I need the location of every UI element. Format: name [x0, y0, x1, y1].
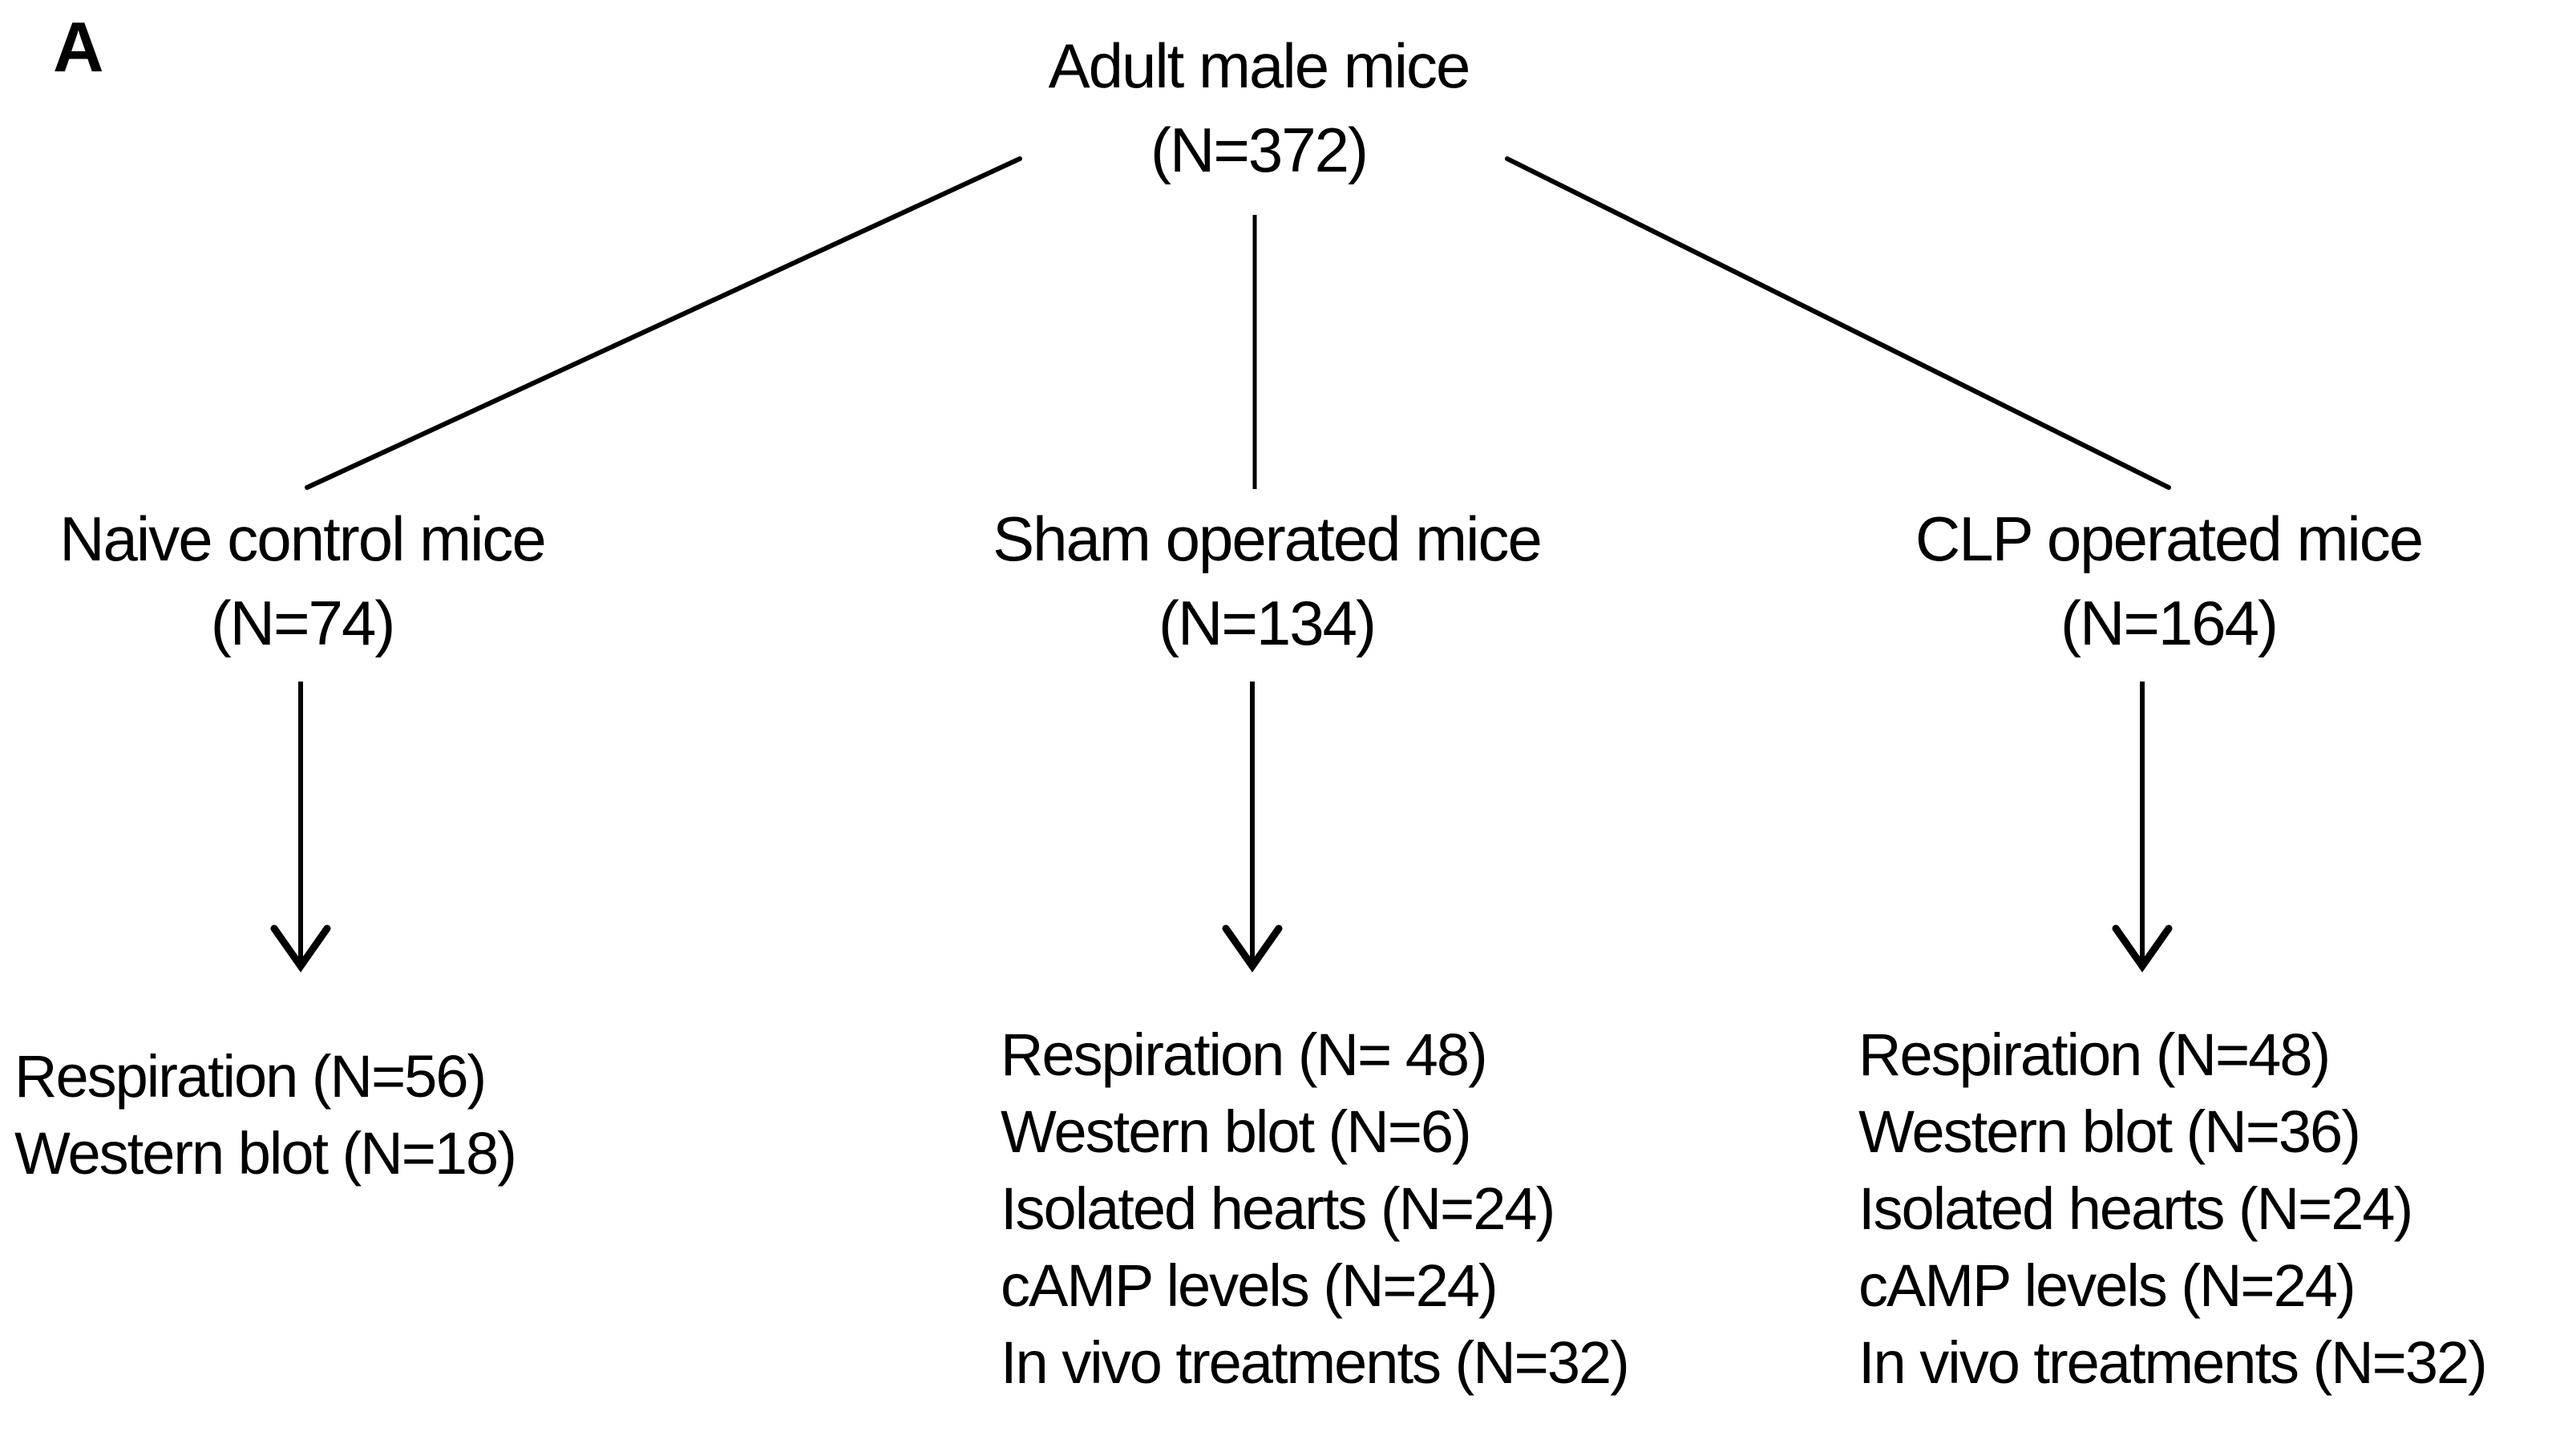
list-item: Respiration (N=48): [1858, 1021, 2331, 1088]
node-count: (N=372): [1151, 115, 1369, 185]
list-item: Isolated hearts (N=24): [1858, 1175, 2413, 1242]
panel-label: A: [53, 7, 104, 87]
arrow-naive-to-list-head: [270, 924, 331, 973]
node-title: CLP operated mice: [1915, 504, 2424, 574]
arrow-clp-to-list-head: [2112, 924, 2173, 973]
node-clp-operated-mice: CLP operated mice (N=164): [1848, 497, 2489, 665]
list-item: In vivo treatments (N=32): [1001, 1329, 1630, 1396]
experiment-list-clp: Respiration (N=48) Western blot (N=36) I…: [1858, 1017, 2488, 1401]
node-adult-male-mice: Adult male mice (N=372): [938, 24, 1579, 192]
node-count: (N=164): [2060, 588, 2279, 658]
arrow-sham-to-list-head: [1222, 924, 1283, 973]
node-title: Adult male mice: [1048, 30, 1471, 101]
node-title: Sham operated mice: [993, 504, 1543, 574]
list-item: Respiration (N= 48): [1001, 1021, 1488, 1088]
node-count: (N=134): [1159, 588, 1377, 658]
list-item: Western blot (N=18): [14, 1120, 517, 1187]
list-item: cAMP levels (N=24): [1858, 1252, 2356, 1319]
list-item: In vivo treatments (N=32): [1858, 1329, 2488, 1396]
node-title: Naive control mice: [59, 504, 547, 574]
list-item: cAMP levels (N=24): [1001, 1252, 1498, 1319]
list-item: Isolated hearts (N=24): [1001, 1175, 1555, 1242]
experiment-list-sham: Respiration (N= 48) Western blot (N=6) I…: [1001, 1017, 1630, 1401]
connector-root-to-naive: [305, 156, 1022, 490]
list-item: Western blot (N=36): [1858, 1098, 2361, 1165]
list-item: Respiration (N=56): [14, 1043, 487, 1110]
node-sham-operated-mice: Sham operated mice (N=134): [946, 497, 1587, 665]
node-count: (N=74): [210, 588, 396, 658]
connector-root-to-clp: [1505, 156, 2171, 490]
experiment-list-naive: Respiration (N=56) Western blot (N=18): [14, 1038, 517, 1192]
list-item: Western blot (N=6): [1001, 1098, 1472, 1165]
node-naive-control-mice: Naive control mice (N=74): [0, 497, 605, 665]
